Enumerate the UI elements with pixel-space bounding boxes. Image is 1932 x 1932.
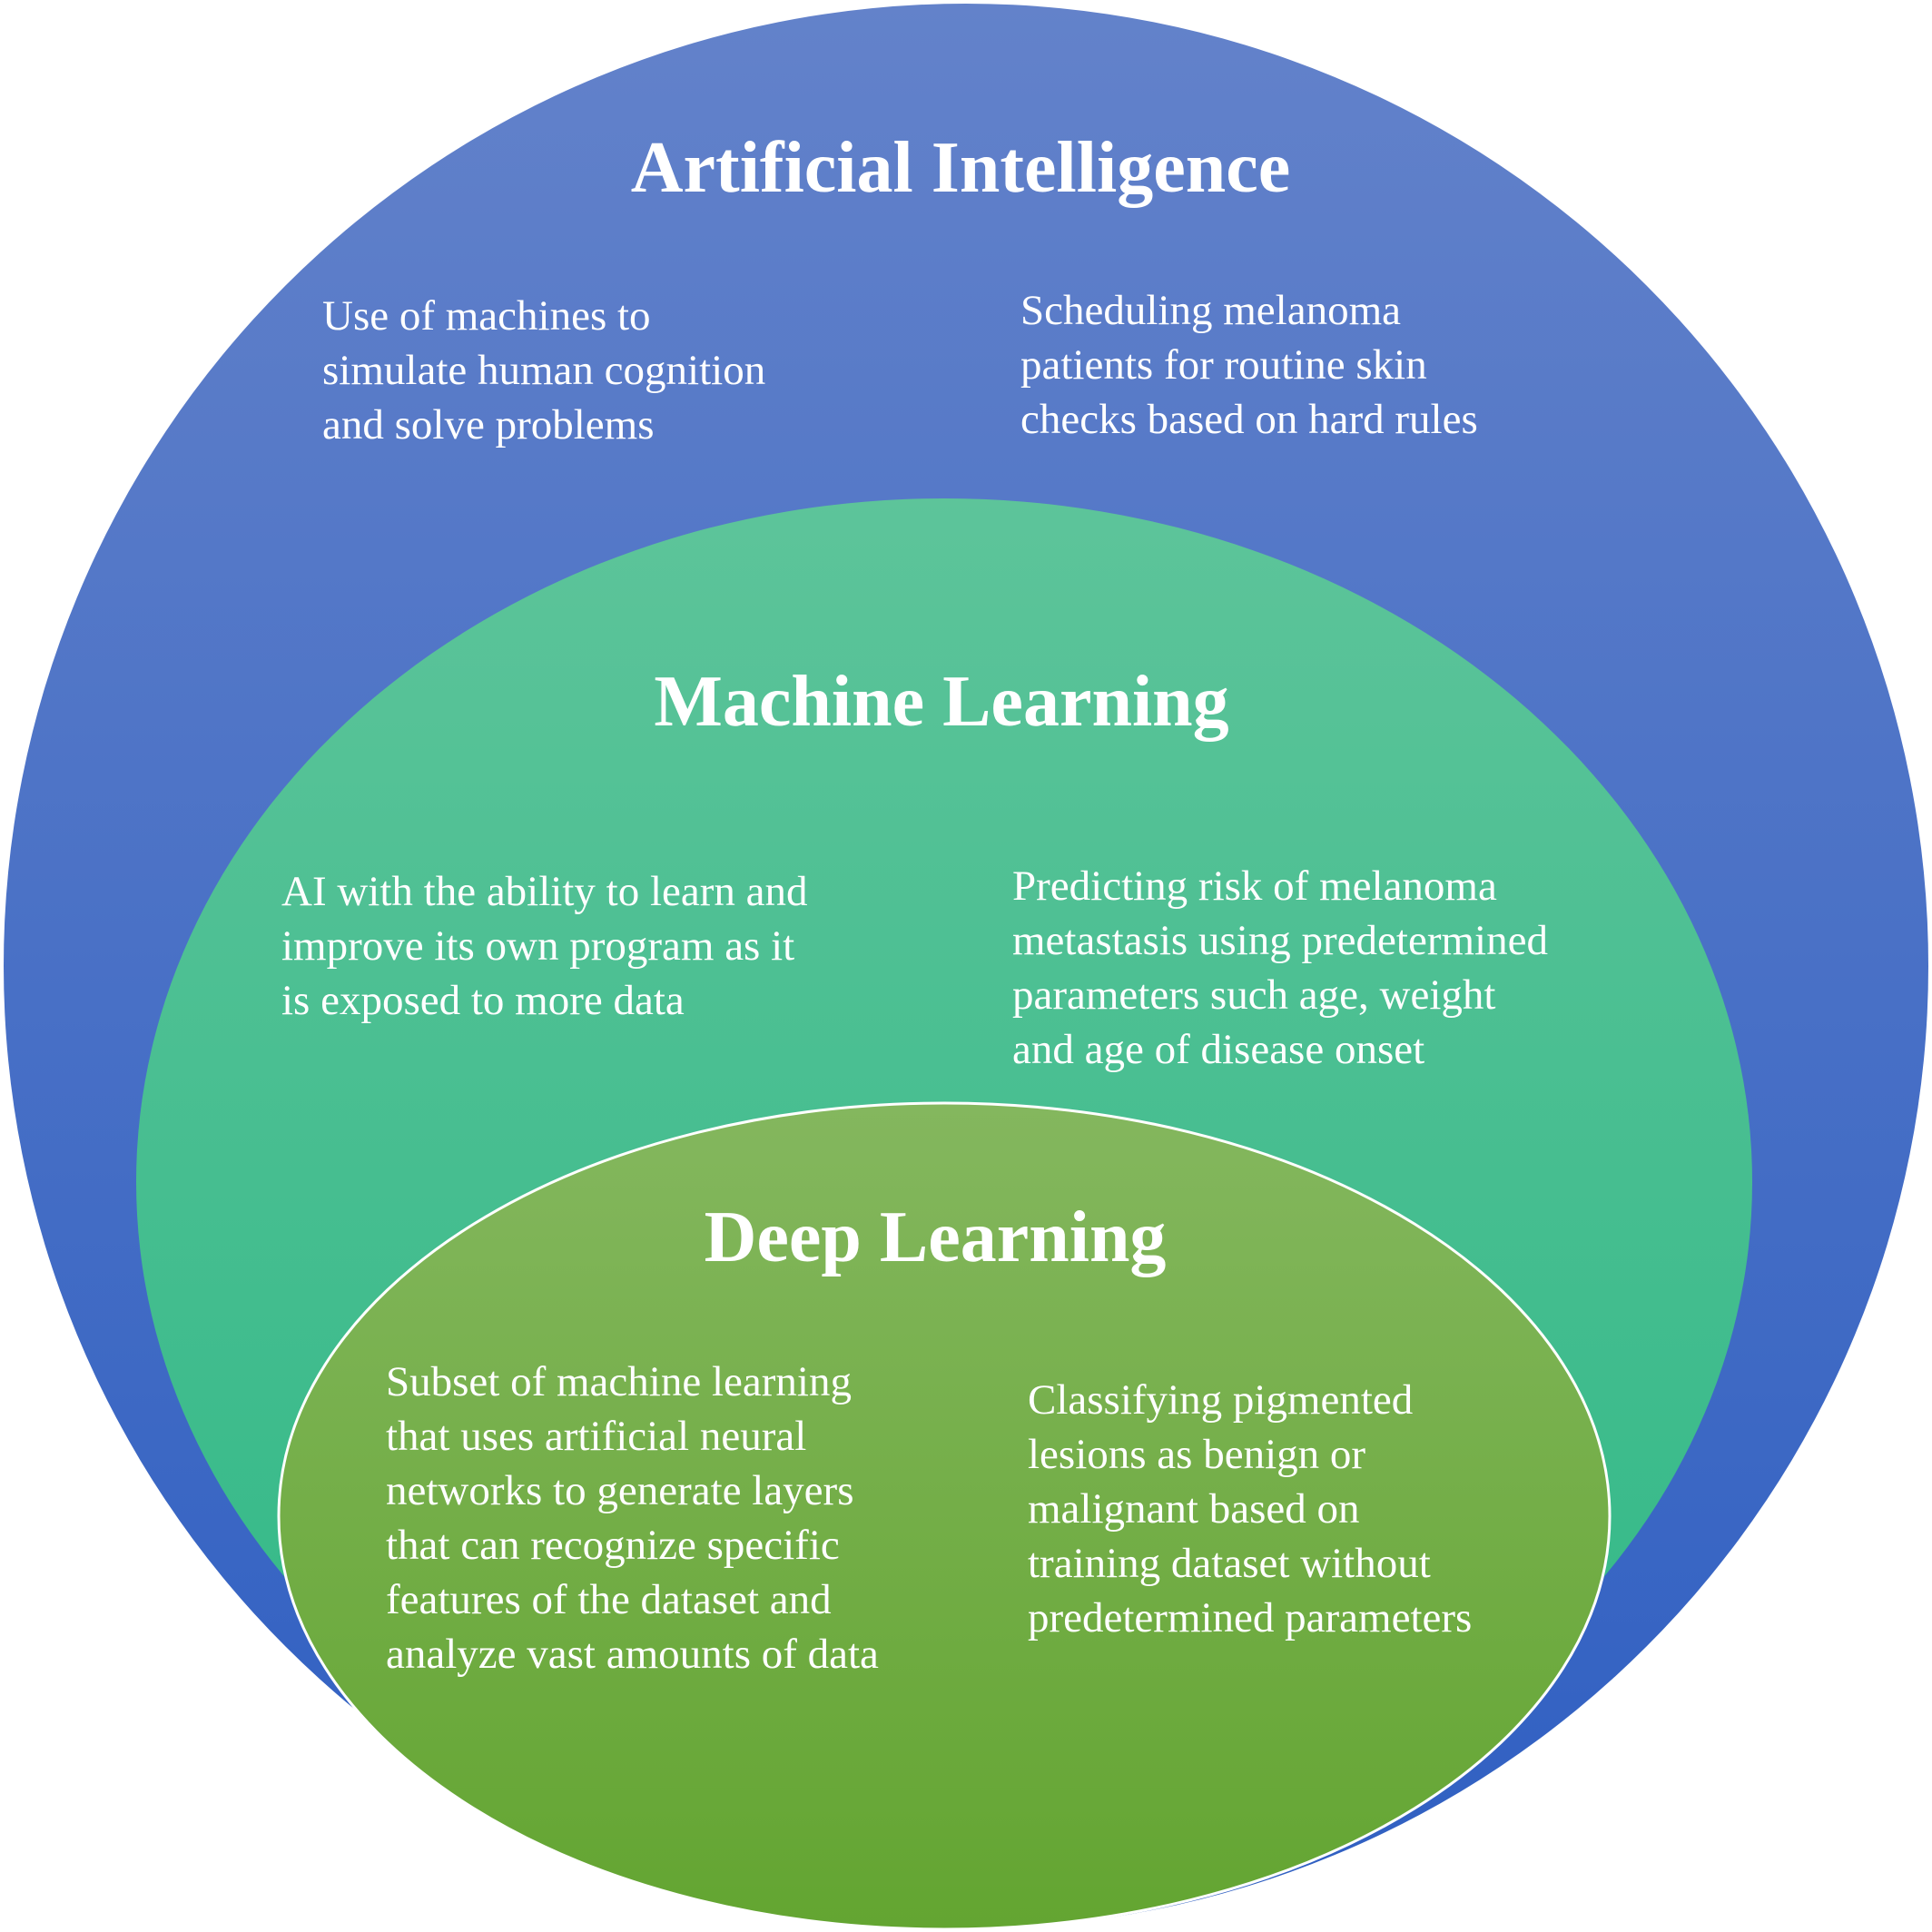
dl-ellipse <box>277 1101 1612 1931</box>
ml-definition: AI with the ability to learn and improve… <box>281 868 808 1024</box>
ml-title: Machine Learning <box>654 662 1229 742</box>
dl-example: Classifying pigmented lesions as benign … <box>1028 1376 1473 1641</box>
ml-example: Predicting risk of melanoma metastasis u… <box>1012 862 1548 1073</box>
ai-definition: Use of machines to simulate human cognit… <box>322 292 766 448</box>
dl-definition: Subset of machine learning that uses art… <box>386 1358 879 1678</box>
ai-title: Artificial Intelligence <box>630 128 1291 208</box>
ai-example: Scheduling melanoma patients for routine… <box>1020 287 1478 443</box>
dl-title: Deep Learning <box>704 1198 1167 1277</box>
